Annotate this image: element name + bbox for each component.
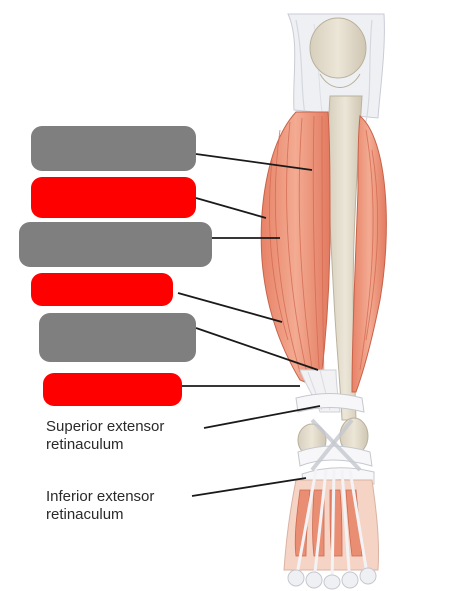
caption-inferior-line1: Inferior extensor bbox=[46, 488, 155, 505]
lateral-muscle bbox=[351, 114, 387, 393]
leader-line-5 bbox=[195, 327, 319, 371]
label-box-1[interactable] bbox=[31, 126, 196, 171]
caption-inferior-line2: retinaculum bbox=[46, 506, 124, 523]
caption-inferior-extensor-retinaculum: Inferior extensor retinaculum bbox=[46, 488, 154, 524]
leader-line-superior bbox=[203, 405, 321, 429]
patella bbox=[309, 17, 367, 79]
label-box-4[interactable] bbox=[31, 273, 173, 306]
foot-tendons bbox=[294, 469, 370, 585]
leader-line-4 bbox=[177, 292, 283, 323]
caption-superior-line1: Superior extensor bbox=[46, 418, 165, 435]
caption-superior-extensor-retinaculum: Superior extensor retinaculum bbox=[46, 418, 164, 454]
leader-line-inferior bbox=[191, 477, 307, 497]
label-box-5[interactable] bbox=[39, 313, 196, 362]
label-box-2[interactable] bbox=[31, 177, 196, 218]
toes bbox=[287, 567, 377, 590]
caption-superior-line2: retinaculum bbox=[46, 436, 124, 453]
leader-line-1 bbox=[195, 153, 313, 171]
leader-line-2 bbox=[195, 197, 267, 219]
label-box-6[interactable] bbox=[43, 373, 182, 406]
muscle-fibers bbox=[268, 115, 379, 385]
leader-lines bbox=[177, 153, 321, 497]
label-box-3[interactable] bbox=[19, 222, 212, 267]
anterior-muscle bbox=[260, 111, 331, 389]
